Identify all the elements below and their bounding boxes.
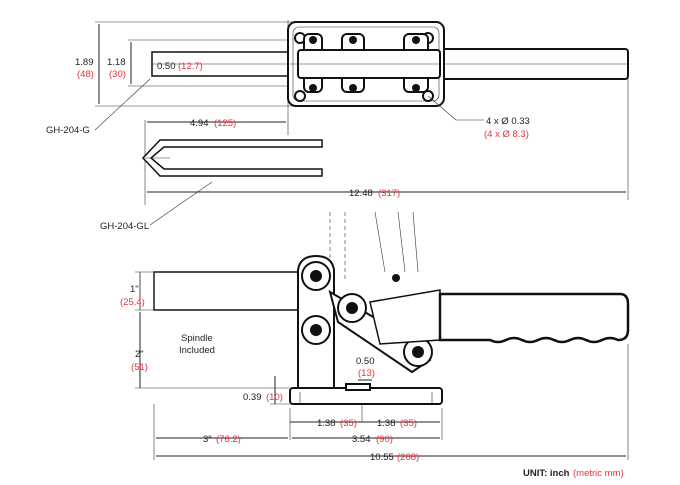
overall-len-mm: (268)	[397, 452, 419, 463]
h-overall-mm: (48)	[77, 69, 94, 80]
slot-mm: (13)	[358, 368, 375, 379]
overall-len: 10.55	[370, 452, 394, 463]
top-view	[94, 20, 629, 205]
h-overall: 1.89	[75, 57, 94, 68]
h-inner: 0.50	[157, 61, 176, 72]
open-len-mm: (125)	[214, 118, 236, 129]
stroke: 3"	[203, 434, 212, 445]
dim-1in-mm: (25.4)	[120, 297, 145, 308]
stroke-mm: (76.2)	[216, 434, 241, 445]
dim-1in: 1"	[130, 284, 139, 295]
h-inner-mm: (12.7)	[178, 61, 203, 72]
dim-2in-mm: (51)	[131, 362, 148, 373]
holes-mm: (4 x Ø 8.3)	[484, 129, 529, 140]
hole-sp-a: 1.38	[317, 418, 336, 429]
spindle-line-1: Spindle	[181, 333, 213, 344]
spindle-line-2: Included	[179, 345, 215, 356]
dim-2in: 2"	[135, 349, 144, 360]
unit-mm: (metric mm)	[573, 468, 624, 479]
h-mid-mm: (30)	[109, 69, 126, 80]
unit-label: UNIT: inch	[523, 468, 570, 479]
open-len: 4.94	[190, 118, 209, 129]
base-h-mm: (10)	[266, 392, 283, 403]
total-len: 12.48	[349, 188, 373, 199]
model-g-label: GH-204-G	[46, 125, 90, 136]
holes-label: 4 x Ø 0.33	[486, 116, 530, 127]
model-gl-label: GH-204-GL	[100, 221, 149, 232]
base-len: 3.54	[352, 434, 371, 445]
hole-sp-a-mm: (35)	[340, 418, 357, 429]
base-h: 0.39	[243, 392, 262, 403]
total-len-mm: (317)	[378, 188, 400, 199]
hole-sp-b-mm: (35)	[400, 418, 417, 429]
base-len-mm: (90)	[376, 434, 393, 445]
h-mid: 1.18	[107, 57, 126, 68]
hole-sp-b: 1.38	[377, 418, 396, 429]
side-view	[135, 211, 630, 460]
dimension-labels: 1.89 (48) 1.18 (30) 0.50 (12.7) GH-204-G…	[46, 57, 624, 479]
slot: 0.50	[356, 356, 375, 367]
gl-variant-tip	[141, 121, 626, 226]
